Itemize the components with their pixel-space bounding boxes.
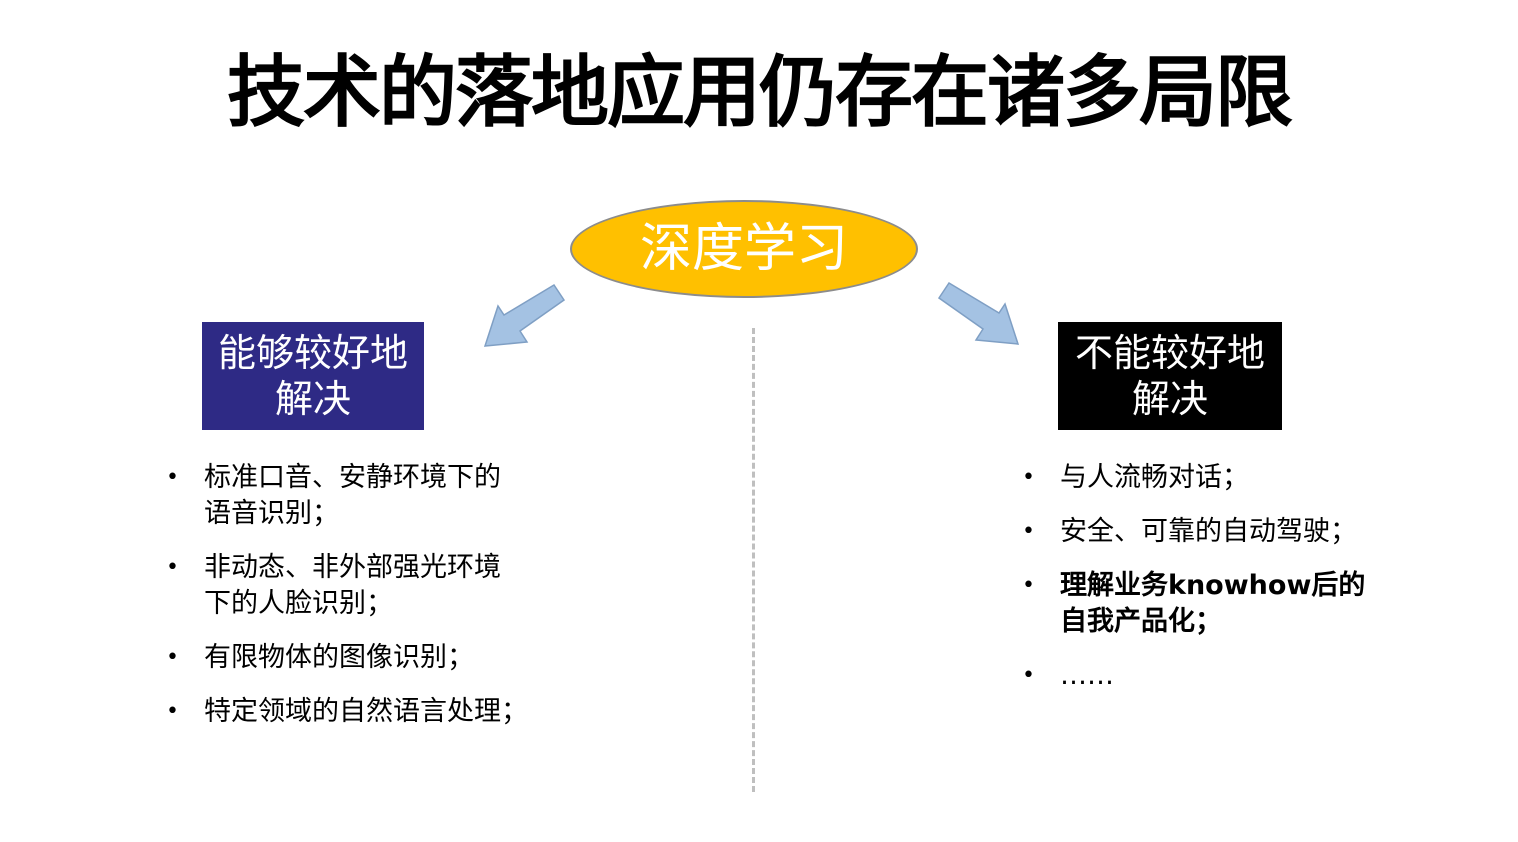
bullet-icon: •	[166, 465, 179, 490]
list-item: • ……	[1022, 658, 1442, 694]
list-item-text: 非动态、非外部强光环境 下的人脸识别；	[204, 552, 501, 619]
list-item: • 理解业务knowhow后的 自我产品化；	[1022, 568, 1442, 640]
center-divider	[752, 328, 755, 792]
list-item-text: 特定领域的自然语言处理；	[204, 696, 528, 727]
left-arrow-icon	[483, 283, 566, 347]
list-item-text: 与人流畅对话；	[1060, 462, 1249, 493]
list-item-text: 标准口音、安静环境下的 语音识别；	[204, 462, 501, 529]
can-solve-label-line1: 能够较好地	[217, 331, 408, 375]
page-title: 技术的落地应用仍存在诸多局限	[226, 48, 1293, 138]
bullet-icon: •	[166, 645, 179, 670]
can-solve-label-box: 能够较好地 解决	[202, 322, 424, 430]
list-item-text: 安全、可靠的自动驾驶；	[1060, 516, 1357, 547]
bullet-icon: •	[166, 699, 179, 724]
can-solve-list: • 标准口音、安静环境下的 语音识别； • 非动态、非外部强光环境 下的人脸识别…	[166, 460, 586, 748]
list-item: • 有限物体的图像识别；	[166, 640, 586, 676]
list-item-text: 理解业务knowhow后的 自我产品化；	[1060, 570, 1366, 637]
list-item-text: 有限物体的图像识别；	[204, 642, 474, 673]
cannot-solve-label-box: 不能较好地 解决	[1058, 322, 1282, 430]
right-arrow-icon	[937, 281, 1020, 345]
bullet-icon: •	[1022, 465, 1035, 490]
cannot-solve-list: • 与人流畅对话； • 安全、可靠的自动驾驶； • 理解业务knowhow后的 …	[1022, 460, 1442, 712]
list-item: • 标准口音、安静环境下的 语音识别；	[166, 460, 586, 532]
list-item-text: ……	[1060, 660, 1114, 691]
list-item: • 安全、可靠的自动驾驶；	[1022, 514, 1442, 550]
bullet-icon: •	[1022, 663, 1035, 688]
can-solve-label-line2: 解决	[274, 377, 351, 421]
list-item: • 非动态、非外部强光环境 下的人脸识别；	[166, 550, 586, 622]
bullet-icon: •	[1022, 519, 1035, 544]
center-concept-ellipse: 深度学习	[570, 200, 918, 298]
cannot-solve-label-line2: 解决	[1131, 377, 1208, 421]
bullet-icon: •	[166, 555, 179, 580]
center-concept-label: 深度学习	[639, 219, 848, 279]
list-item: • 特定领域的自然语言处理；	[166, 694, 586, 730]
bullet-icon: •	[1022, 573, 1035, 598]
cannot-solve-label-line1: 不能较好地	[1074, 331, 1265, 375]
list-item: • 与人流畅对话；	[1022, 460, 1442, 496]
